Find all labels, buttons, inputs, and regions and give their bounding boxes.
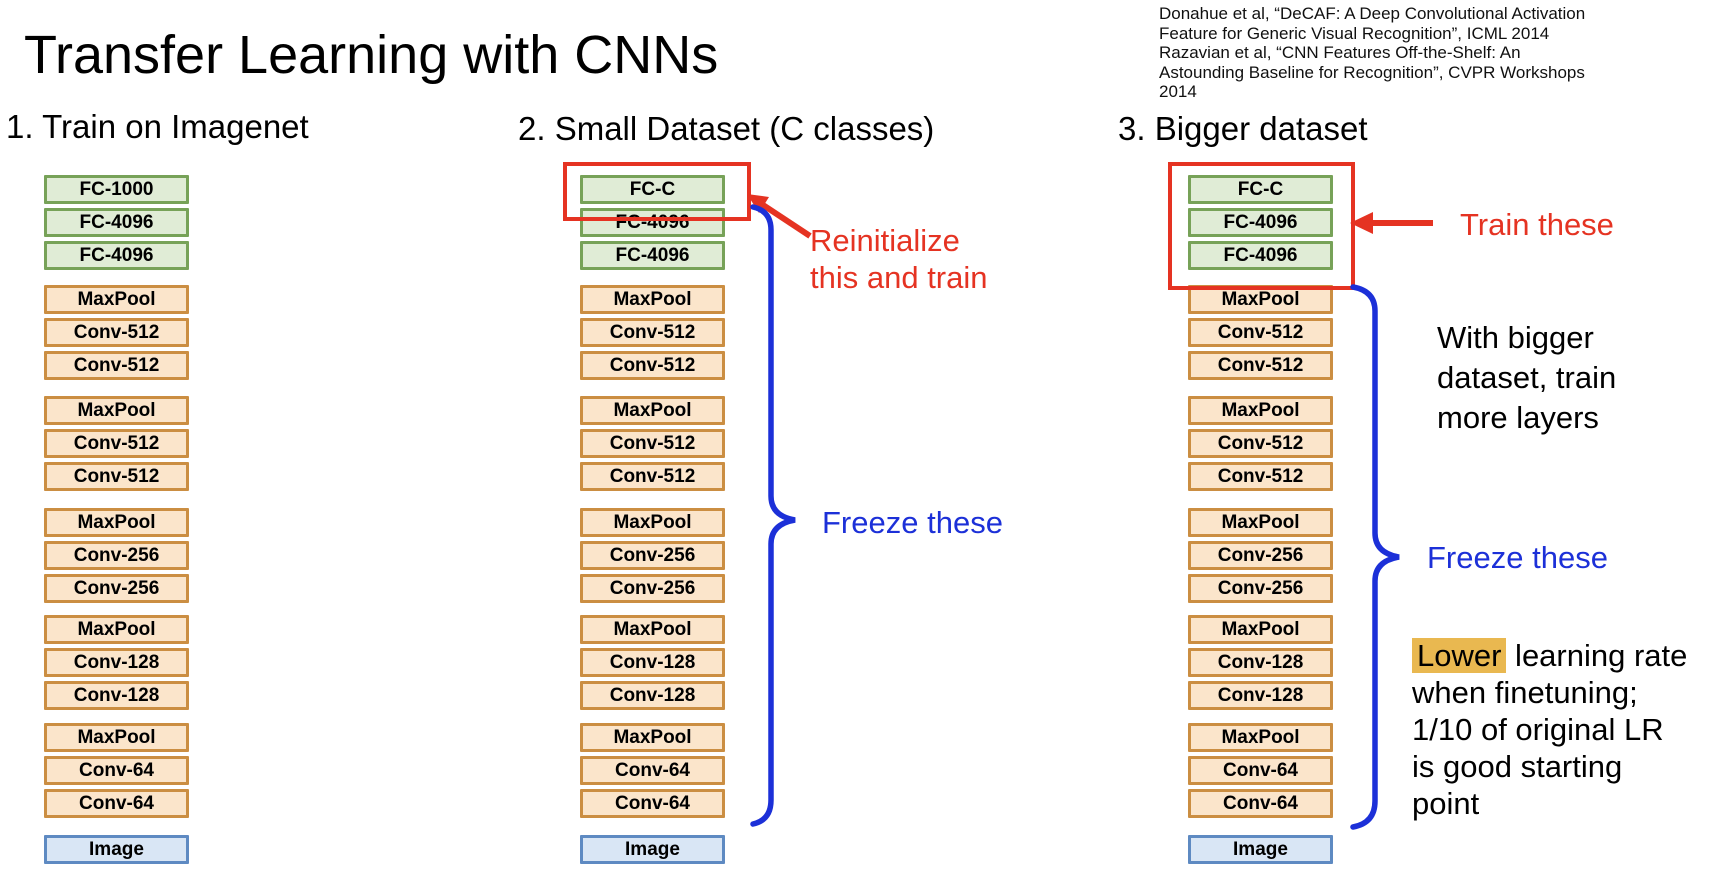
layer-box-conv-256: Conv-256 <box>44 541 189 570</box>
layer-box-conv-512: Conv-512 <box>1188 351 1333 380</box>
layer-box-maxpool: MaxPool <box>1188 396 1333 425</box>
layer-box-maxpool: MaxPool <box>580 285 725 314</box>
bigger-dataset-note-line: dataset, train <box>1437 360 1617 395</box>
layer-box-conv-512: Conv-512 <box>1188 429 1333 458</box>
layer-box-maxpool: MaxPool <box>44 723 189 752</box>
lower-lr-note: Lower learning rate when finetuning;1/10… <box>1412 637 1687 822</box>
train-these-arrow <box>1350 212 1433 234</box>
lower-lr-line: when finetuning; <box>1412 675 1638 710</box>
train-these-highlight-rect <box>1168 162 1355 290</box>
citation-line: Feature for Generic Visual Recognition”,… <box>1159 23 1550 43</box>
column-header-train-imagenet: 1. Train on Imagenet <box>6 108 309 145</box>
layer-box-conv-128: Conv-128 <box>44 648 189 677</box>
layer-box-maxpool: MaxPool <box>44 508 189 537</box>
layer-box-maxpool: MaxPool <box>1188 615 1333 644</box>
layer-box-conv-128: Conv-128 <box>1188 648 1333 677</box>
layer-box-conv-512: Conv-512 <box>1188 462 1333 491</box>
layer-box-fc-4096: FC-4096 <box>44 208 189 237</box>
layer-box-conv-256: Conv-256 <box>1188 541 1333 570</box>
layer-box-conv-512: Conv-512 <box>580 318 725 347</box>
layer-box-conv-64: Conv-64 <box>44 756 189 785</box>
reinitialize-note: Reinitialize this and train <box>810 222 988 296</box>
layer-box-conv-512: Conv-512 <box>44 462 189 491</box>
layer-box-conv-512: Conv-512 <box>44 429 189 458</box>
citation-line: Donahue et al, “DeCAF: A Deep Convolutio… <box>1159 4 1586 23</box>
layer-box-maxpool: MaxPool <box>44 396 189 425</box>
column-header-small-dataset: 2. Small Dataset (C classes) <box>518 110 935 147</box>
lower-lr-line: 1/10 of original LR <box>1412 712 1664 747</box>
layer-box-maxpool: MaxPool <box>44 285 189 314</box>
layer-box-conv-512: Conv-512 <box>1188 318 1333 347</box>
slide-title: Transfer Learning with CNNs <box>24 25 719 85</box>
reinitialize-highlight-rect <box>563 162 751 221</box>
train-these-note: Train these <box>1460 207 1614 242</box>
layer-box-maxpool: MaxPool <box>580 396 725 425</box>
layer-box-fc-1000: FC-1000 <box>44 175 189 204</box>
layer-box-conv-64: Conv-64 <box>1188 789 1333 818</box>
layer-box-image: Image <box>44 835 189 864</box>
layer-box-fc-4096: FC-4096 <box>1188 241 1333 270</box>
layer-box-conv-512: Conv-512 <box>44 351 189 380</box>
citation-block: Donahue et al, “DeCAF: A Deep Convolutio… <box>1159 4 1722 102</box>
layer-box-conv-128: Conv-128 <box>44 681 189 710</box>
layer-box-fc-4096: FC-4096 <box>44 241 189 270</box>
reinitialize-arrow <box>747 194 812 239</box>
layer-box-conv-512: Conv-512 <box>580 351 725 380</box>
layer-box-conv-128: Conv-128 <box>580 648 725 677</box>
lower-lr-line: is good starting <box>1412 749 1623 784</box>
layer-box-conv-64: Conv-64 <box>44 789 189 818</box>
layer-box-conv-256: Conv-256 <box>580 541 725 570</box>
layer-box-conv-512: Conv-512 <box>44 318 189 347</box>
reinitialize-note-line1: Reinitialize <box>810 223 960 258</box>
layer-box-maxpool: MaxPool <box>1188 508 1333 537</box>
citation-line: 2014 <box>1159 82 1197 101</box>
citation-line: Razavian et al, “CNN Features Off-the-Sh… <box>1159 43 1521 62</box>
layer-box-conv-256: Conv-256 <box>580 574 725 603</box>
layer-box-conv-64: Conv-64 <box>580 756 725 785</box>
layer-box-conv-64: Conv-64 <box>580 789 725 818</box>
column-header-bigger-dataset: 3. Bigger dataset <box>1118 110 1368 147</box>
lower-lr-line: point <box>1412 786 1480 821</box>
layer-box-maxpool: MaxPool <box>580 508 725 537</box>
bigger-dataset-note-line: With bigger <box>1437 320 1594 355</box>
layer-box-conv-256: Conv-256 <box>1188 574 1333 603</box>
layer-box-fc-c: FC-C <box>580 175 725 204</box>
layer-box-fc-4096: FC-4096 <box>580 208 725 237</box>
layer-box-conv-128: Conv-128 <box>580 681 725 710</box>
layer-box-image: Image <box>580 835 725 864</box>
layer-box-image: Image <box>1188 835 1333 864</box>
layer-box-fc-4096: FC-4096 <box>580 241 725 270</box>
freeze-these-note-col3: Freeze these <box>1427 540 1608 575</box>
layer-box-conv-512: Conv-512 <box>580 462 725 491</box>
lower-highlight: Lower <box>1412 638 1507 673</box>
layer-box-maxpool: MaxPool <box>1188 723 1333 752</box>
freeze-brace-col2 <box>750 204 796 827</box>
layer-box-fc-4096: FC-4096 <box>1188 208 1333 237</box>
layer-box-conv-64: Conv-64 <box>1188 756 1333 785</box>
lower-lr-line1: Lower learning rate <box>1412 637 1687 674</box>
layer-box-conv-128: Conv-128 <box>1188 681 1333 710</box>
layer-box-conv-512: Conv-512 <box>580 429 725 458</box>
bigger-dataset-note: With bigger dataset, train more layers <box>1437 318 1616 438</box>
layer-box-maxpool: MaxPool <box>580 723 725 752</box>
layer-box-maxpool: MaxPool <box>580 615 725 644</box>
layer-box-maxpool: MaxPool <box>44 615 189 644</box>
citation-line: Astounding Baseline for Recognition”, CV… <box>1159 62 1585 82</box>
reinitialize-note-line2: this and train <box>810 260 988 295</box>
lower-line1-rest: learning rate <box>1506 638 1688 673</box>
freeze-brace-col3 <box>1350 284 1400 830</box>
freeze-these-note-col2: Freeze these <box>822 505 1003 540</box>
bigger-dataset-note-line: more layers <box>1437 400 1599 435</box>
layer-box-fc-c: FC-C <box>1188 175 1333 204</box>
layer-box-conv-256: Conv-256 <box>44 574 189 603</box>
